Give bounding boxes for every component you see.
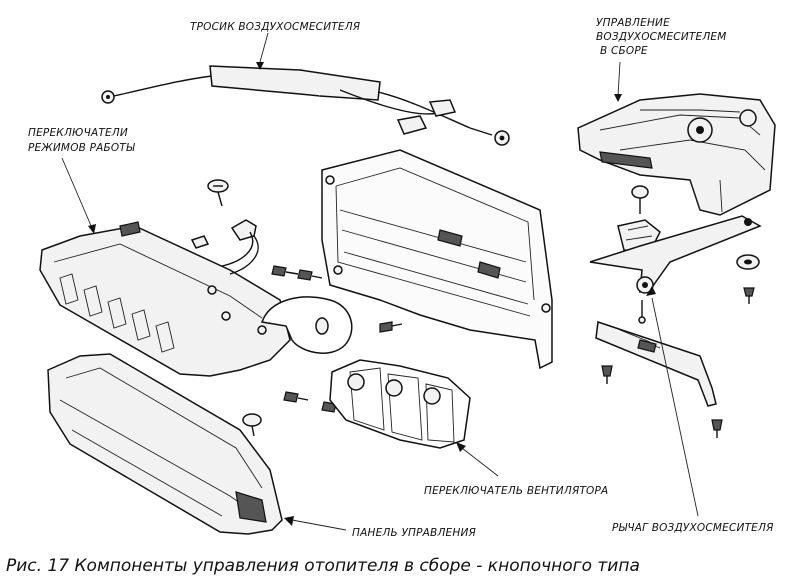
label-mode-switches-line1: ПЕРЕКЛЮЧАТЕЛИ — [28, 127, 128, 139]
mixer-lever-leader — [651, 297, 699, 517]
label-mixer-control-line2: ВОЗДУХОСМЕСИТЕЛЕМ — [596, 31, 727, 43]
screw — [207, 179, 229, 207]
mixer-cable — [101, 65, 510, 146]
label-mixer-control-line1: УПРАВЛЕНИЕ — [596, 17, 670, 29]
mixer-control-assembly — [577, 93, 776, 216]
control-panel-leader — [291, 519, 347, 531]
mode-switches-leader — [61, 157, 93, 229]
label-mode-switches-line2: РЕЖИМОВ РАБОТЫ — [28, 142, 135, 154]
mixer-control-leader — [617, 61, 621, 97]
small-plug — [190, 235, 210, 249]
cable-clip — [396, 115, 428, 135]
label-mixer-control-line3: В СБОРЕ — [600, 45, 648, 57]
screw — [379, 321, 403, 333]
screw — [297, 269, 323, 281]
cable-leader — [259, 32, 269, 63]
screw — [601, 365, 613, 384]
fan-switch-leader — [461, 447, 499, 477]
screw — [743, 287, 755, 304]
wire-connector — [221, 219, 259, 275]
mode-switches — [39, 221, 291, 377]
control-panel — [47, 353, 283, 535]
screw — [283, 391, 309, 403]
mounting-frame — [321, 149, 553, 370]
pin — [638, 300, 646, 324]
mixer-lever — [589, 215, 762, 294]
screw — [242, 413, 262, 437]
label-mixer-cable: ТРОСИК ВОЗДУХОСМЕСИТЕЛЯ — [190, 21, 361, 33]
mixer-rod — [595, 320, 717, 407]
ribbon-cable — [260, 296, 353, 354]
label-mixer-lever: РЫЧАГ ВОЗДУХОСМЕСИТЕЛЯ — [612, 522, 774, 534]
screw — [271, 265, 299, 277]
label-fan-switch: ПЕРЕКЛЮЧАТЕЛЬ ВЕНТИЛЯТОРА — [424, 485, 608, 497]
figure-caption: Рис. 17 Компоненты управления отопителя … — [6, 556, 640, 576]
fan-switch — [329, 359, 471, 449]
screw — [711, 419, 723, 438]
label-control-panel: ПАНЕЛЬ УПРАВЛЕНИЯ — [352, 527, 477, 539]
lever-washer — [736, 254, 760, 270]
